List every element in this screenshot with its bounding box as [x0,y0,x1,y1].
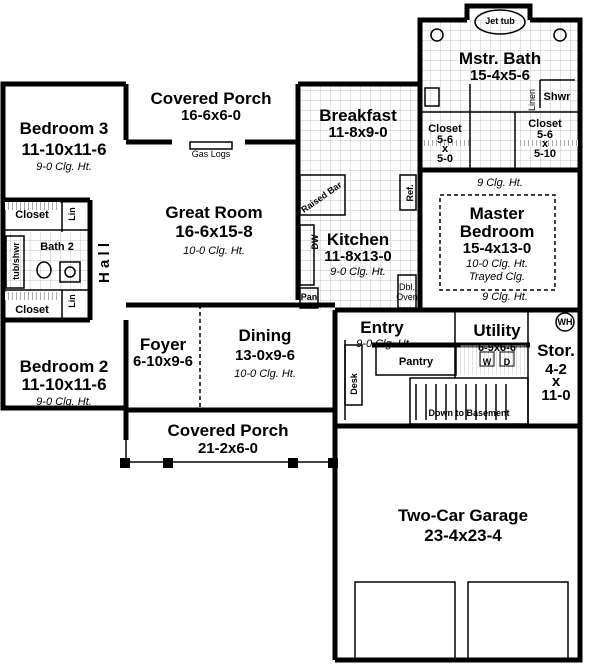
bedroom3-ceiling: 9-0 Clg. Ht. [36,161,92,173]
bathtub [5,235,25,289]
closet-right-w: 5-6 [537,129,553,141]
desk-label: Desk [349,372,359,395]
closet-right-name: Closet [528,118,562,130]
toilet [424,87,440,107]
jet-tub [474,9,526,35]
interior-walls [3,79,580,426]
garage-dims: 23-4x23-4 [424,526,502,545]
master-bedroom-l1: Master [470,204,525,223]
dryer-label: D [504,357,511,367]
mstr-bath-name: Mstr. Bath [459,49,541,68]
dining-name: Dining [239,326,292,345]
covered-porch-front-dims: 21-2x6-0 [198,440,258,457]
kitchen-dims: 11-8x13-0 [324,248,392,265]
stor-d: 11-0 [541,387,570,404]
great-room-dims: 16-6x15-8 [175,222,253,241]
breakfast-name: Breakfast [319,106,397,125]
bedroom3-name: Bedroom 3 [20,119,109,138]
tub-shwr-label: tub/shwr [11,242,21,280]
utility-name: Utility [473,321,521,340]
foyer-name: Foyer [140,335,187,354]
fireplace [189,141,233,150]
master-side-ceiling-top: 9 Clg. Ht. [477,177,523,189]
master-side-ceiling-bottom: 9 Clg. Ht. [482,291,528,303]
wh-label: WH [558,317,573,327]
master-bedroom-l2: Bedroom [460,222,535,241]
kitchen-name: Kitchen [327,230,389,249]
jet-tub-label: Jet tub [485,16,515,26]
bath2-label: Bath 2 [40,241,74,253]
washer-label: W [483,357,492,367]
entry-name: Entry [360,318,404,337]
master-bedroom-note: Trayed Clg. [469,271,525,283]
master-bedroom-dims: 15-4x13-0 [463,240,531,257]
closet-left-x: x [442,143,449,155]
breakfast-dims: 11-8x9-0 [328,124,387,141]
double-oven [397,274,417,309]
lin-top-label: Lin [67,207,77,221]
entry-ceiling: 9-0 Clg. Ht. [356,338,412,350]
dbl-oven-l1: Dbl. [399,282,415,292]
dining-dims: 13-0x9-6 [235,347,295,364]
lin-bottom-label: Lin [67,294,77,308]
master-bedroom-ceiling: 10-0 Clg. Ht. [466,258,528,270]
closet-right-x: x [542,138,549,150]
garage-name: Two-Car Garage [398,506,528,525]
raised-bar [299,174,346,216]
exterior-walls [0,3,583,663]
linen-label: Linen [527,89,537,111]
stor-name: Stor. [537,341,575,360]
dining-ceiling: 10-0 Clg. Ht. [234,368,296,380]
covered-porch-top-dims: 16-6x6-0 [181,107,241,124]
water-heater [555,312,575,332]
fixtures [5,9,578,661]
down-to-basement-label: Down to Basement [428,408,509,418]
closet-left-name: Closet [428,123,462,135]
dbl-oven-l2: Oven [396,292,418,302]
bedroom3-dims: 11-10x11-6 [21,140,106,159]
bedroom2-dims: 11-10x11-6 [21,375,106,394]
shwr-label: Shwr [544,91,572,103]
labels: Jet tub Mstr. Bath 15-4x5-6 Shwr Linen C… [11,16,575,545]
closet-b3-label: Closet [15,209,49,221]
bedroom2-ceiling: 9-0 Clg. Ht. [36,396,92,408]
covered-porch-top-name: Covered Porch [151,89,272,108]
closet-left-w: 5-6 [437,134,453,146]
hall-label: H a l l [96,243,113,283]
ref-label: Ref. [405,184,415,201]
stor-x: x [552,373,561,390]
bedroom2-name: Bedroom 2 [20,357,109,376]
foyer-dims: 6-10x9-6 [133,353,193,370]
mstr-bath-dims: 15-4x5-6 [470,67,530,84]
dw-label: DW [310,234,320,249]
fridge [399,174,417,211]
covered-porch-front-name: Covered Porch [168,421,289,440]
kitchen-ceiling: 9-0 Clg. Ht. [330,266,386,278]
utility-dims: 6-9x6-6 [478,342,516,354]
pan-label: Pan [301,292,318,302]
pantry-label: Pantry [399,356,434,368]
gas-logs-label: Gas Logs [192,149,231,159]
stor-w: 4-2 [545,361,567,378]
closet-right-d: 5-10 [534,148,556,160]
closet-b2-label: Closet [15,304,49,316]
great-room-name: Great Room [165,203,262,222]
closet-left-d: 5-0 [437,153,453,165]
great-room-ceiling: 10-0 Clg. Ht. [183,245,245,257]
